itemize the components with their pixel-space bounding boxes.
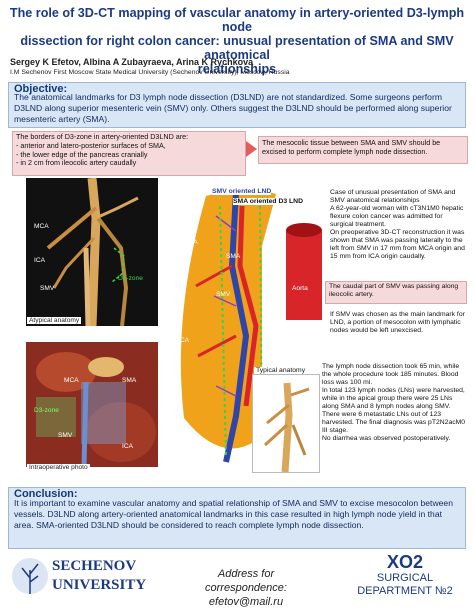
objective-text: The anatomical landmarks for D3 lymph no… <box>14 92 452 124</box>
affiliation: I.M Sechenov First Moscow State Medical … <box>10 69 290 76</box>
label-intraop-d3zone: D3-zone <box>34 407 59 414</box>
legend-smv-lnd: SMV oriented LND <box>212 188 272 195</box>
poster-header <box>0 0 474 84</box>
dept-line-2: DEPARTMENT №2 <box>357 585 453 597</box>
dept-code: XO2 <box>386 552 424 572</box>
legend-sma-lnd: SMA oriented D3 LND <box>233 198 303 205</box>
result-item: There were 6 metastatic LNs out of 123 h… <box>322 411 466 434</box>
atypical-caption: Atypical anatomy <box>27 317 82 324</box>
ct-reconstruction-image: MCA ICA SMV D3-zone <box>26 177 158 327</box>
ct-vessels-icon: MCA ICA SMV D3-zone <box>26 177 158 327</box>
sechenov-logo <box>8 552 138 602</box>
label-ica: ICA <box>34 257 46 264</box>
results-list: The lymph node dissection took 65 min, w… <box>322 363 468 443</box>
university-tree-icon <box>12 558 48 594</box>
intraoperative-image: MCA SMA D3-zone SMV ICA <box>26 342 158 468</box>
borders-line-4: - in 2 cm from ileocolic artery caudally <box>16 158 137 168</box>
borders-line-1: The borders of D3-zone in artery-oriente… <box>16 132 189 141</box>
typical-vessels-icon <box>253 375 319 473</box>
result-item: In total 123 lymph nodes (LNs) were harv… <box>322 387 465 410</box>
department-logo: XO2 SURGICAL DEPARTMENT №2 <box>344 552 466 604</box>
borders-line-2: - anterior and latero-posterior surfaces… <box>16 140 166 150</box>
title-line-2: dissection for right colon cancer: unusu… <box>20 34 454 62</box>
label-diagram-smv: SMV <box>216 291 231 298</box>
label-intraop-ica: ICA <box>122 443 134 450</box>
borders-box <box>12 131 246 176</box>
label-intraop-mca: MCA <box>64 377 79 384</box>
label-diagram-aorta: Aorta <box>292 285 308 292</box>
conclusion-box <box>8 487 466 549</box>
mesocolic-text: The mesocolic tissue between SMA and SMV… <box>262 138 441 156</box>
title-line-1: The role of 3D-CT mapping of vascular an… <box>9 6 465 34</box>
corr-label: Address for correspondence: <box>205 568 287 594</box>
label-diagram-mca: MCA <box>183 239 198 246</box>
caudal-box <box>325 281 467 304</box>
university-name-1: SECHENOV <box>52 558 137 574</box>
case-text-3: On preoperative 3D-CT reconstruction it … <box>330 229 465 260</box>
objective-heading: Objective: <box>14 83 68 95</box>
label-intraop-smv: SMV <box>58 432 73 439</box>
surgical-field-icon: MCA SMA D3-zone SMV ICA <box>26 342 158 468</box>
poster-title: The role of 3D-CT mapping of vascular an… <box>0 6 474 76</box>
correspondence: Address for correspondence: efetov@mail.… <box>176 567 316 609</box>
label-d3zone: D3-zone <box>118 275 143 282</box>
label-intraop-sma: SMA <box>122 377 137 384</box>
title-line-3: relationships <box>197 62 277 76</box>
case-text-1: Case of unusual presentation of SMA and … <box>330 189 456 204</box>
label-diagram-ica: ICA <box>178 337 190 344</box>
case-text-2: A 62-year-old woman with cT3N1M0 hepatic… <box>330 205 464 228</box>
borders-line-3: - the lower edge of the pancreas cranial… <box>16 149 148 159</box>
result-item: No diarrhea was observed postoperatively… <box>322 435 451 442</box>
result-item: The lymph node dissection took 65 min, w… <box>322 363 460 386</box>
typical-anatomy-image <box>252 374 320 473</box>
corr-email[interactable]: efetov@mail.ru <box>208 596 284 608</box>
label-mca: MCA <box>34 223 49 230</box>
intraop-caption: Intraoperative photo <box>27 464 90 471</box>
mesocolic-box <box>258 136 468 164</box>
arrow-right-icon <box>246 141 257 157</box>
typical-caption: Typical anatomy <box>254 367 308 374</box>
university-name-2: UNIVERSITY <box>52 577 147 593</box>
conclusion-heading: Conclusion: <box>14 488 78 500</box>
lnd-text: If SMV was chosen as the main landmark f… <box>330 311 465 334</box>
authors: Sergey K Efetov, Albina A Zubayraeva, Ar… <box>10 57 254 67</box>
label-smv: SMV <box>40 285 55 292</box>
borders-text: The borders of D3-zone in artery-oriente… <box>16 132 244 168</box>
dept-line-1: SURGICAL <box>376 572 434 584</box>
conclusion-text: It is important to examine vascular anat… <box>14 498 453 530</box>
label-diagram-sma: SMA <box>226 253 241 260</box>
caudal-text: The caudal part of SMV was passing along… <box>329 283 459 298</box>
objective-box <box>8 82 466 128</box>
case-description: Case of unusual presentation of SMA and … <box>330 189 466 261</box>
